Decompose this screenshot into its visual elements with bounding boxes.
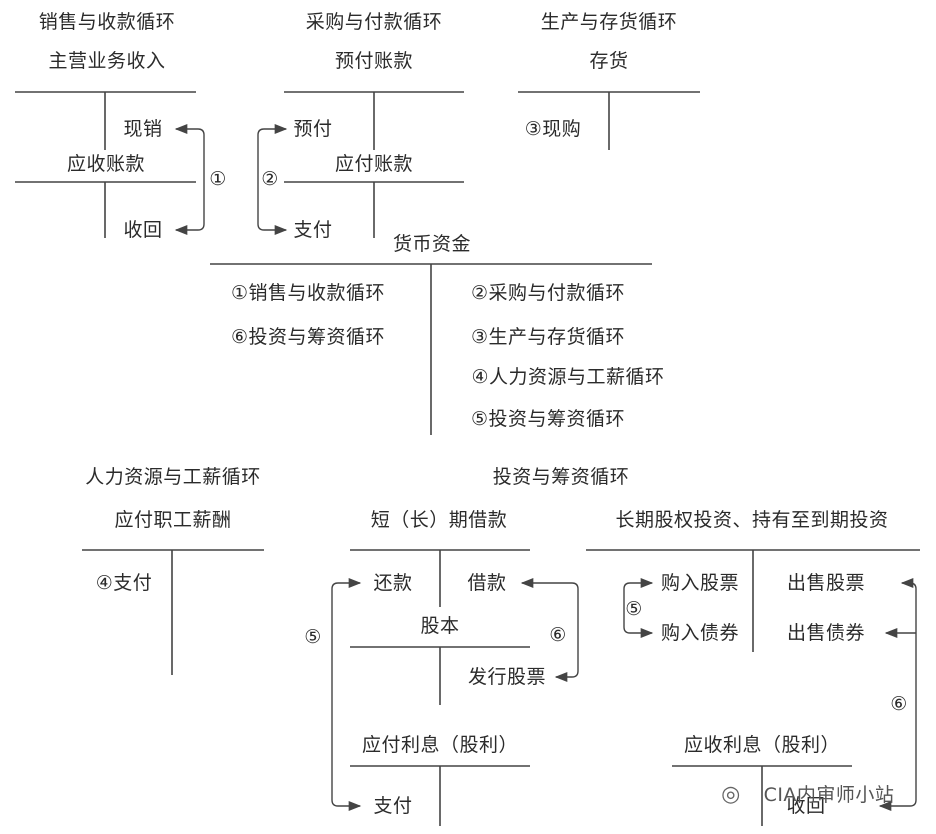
entry-repay: 还款 (373, 572, 413, 594)
cycle-title-purchase: 采购与付款循环 (305, 11, 443, 33)
entry-pay: 支付 (293, 219, 333, 241)
cash-credit-item: ④人力资源与工薪循环 (471, 366, 665, 388)
label-num-5: ⑤ (304, 626, 322, 648)
account-inventory: 存货 (589, 50, 629, 72)
arrow-invest-5 (331, 577, 362, 812)
wechat-icon: ◎ (721, 782, 741, 807)
cash-credit-item: ③生产与存货循环 (470, 326, 626, 348)
cycle-title-sales: 销售与收款循环 (38, 11, 176, 33)
entry-collect: 收回 (123, 219, 163, 241)
label-num-5-right: ⑤ (625, 598, 643, 620)
entry-buy-bond: 购入债券 (660, 622, 740, 644)
watermark-text: CIA内审师小站 (763, 784, 895, 806)
label-num-2: ② (261, 168, 279, 190)
arrow-invest-6-right (878, 577, 917, 812)
account-payroll: 应付职工薪酬 (114, 509, 232, 531)
account-lt-invest: 长期股权投资、持有至到期投资 (615, 509, 889, 531)
entry-prepay: 预付 (293, 118, 333, 140)
account-interest-receivable: 应收利息（股利） (683, 734, 841, 756)
account-main-revenue: 主营业务收入 (48, 50, 166, 72)
label-num-6: ⑥ (549, 624, 567, 646)
arrow-invest-5-right (623, 577, 654, 639)
entry-payroll-pay: ④支付 (95, 572, 153, 594)
entry-interest-collect: 收回 (786, 795, 826, 817)
cycle-title-production: 生产与存货循环 (540, 11, 678, 33)
account-prepay: 预付账款 (334, 50, 414, 72)
label-num-1: ① (209, 168, 227, 190)
cycle-title-hr: 人力资源与工薪循环 (85, 466, 261, 488)
entry-buy-stock: 购入股票 (660, 572, 740, 594)
entry-issue-stock: 发行股票 (467, 666, 547, 688)
cycle-title-invest: 投资与筹资循环 (492, 466, 630, 488)
entry-sell-stock: 出售股票 (786, 572, 866, 594)
account-cash: 货币资金 (392, 233, 472, 255)
entry-cash-purchase: ③现购 (524, 118, 582, 140)
cash-debit-item: ⑥投资与筹资循环 (230, 326, 386, 348)
account-ar: 应收账款 (66, 153, 146, 175)
entry-borrow: 借款 (467, 572, 507, 594)
arrow-invest-6 (520, 577, 579, 683)
label-num-6-right: ⑥ (890, 693, 908, 715)
entry-interest-pay: 支付 (373, 795, 413, 817)
account-ap: 应付账款 (334, 153, 414, 175)
entry-sell-bond: 出售债券 (786, 622, 866, 644)
cash-credit-item: ②采购与付款循环 (470, 282, 626, 304)
entry-cash-sale: 现销 (123, 118, 163, 140)
arrow-purchase-bracket (257, 123, 288, 236)
cash-credit-item: ⑤投资与筹资循环 (470, 408, 626, 430)
cash-debit-item: ①销售与收款循环 (230, 282, 386, 304)
account-borrowing: 短（长）期借款 (370, 509, 508, 531)
account-equity: 股本 (420, 615, 460, 637)
account-interest-payable: 应付利息（股利） (361, 734, 519, 756)
arrow-sales-bracket (174, 123, 205, 236)
